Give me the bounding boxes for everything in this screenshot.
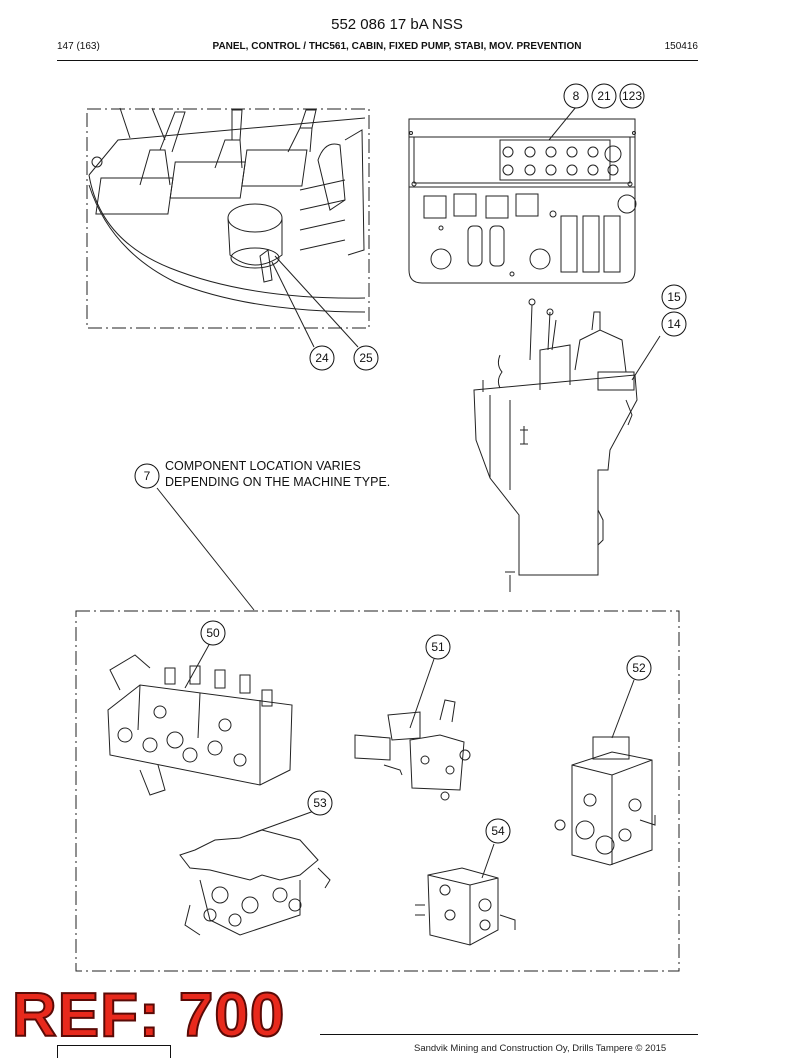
control-panel-front [408, 118, 637, 284]
callout-51: 51 [431, 640, 445, 654]
side-console-view [473, 298, 638, 592]
leader-52 [611, 679, 635, 739]
callout-8: 8 [573, 89, 580, 103]
location-note: COMPONENT LOCATION VARIES DEPENDING ON T… [165, 458, 390, 490]
callout-15: 15 [667, 290, 681, 304]
page-number: 147 (163) [57, 41, 100, 52]
callout-15-circle [661, 284, 687, 310]
callout-24-circle [309, 345, 335, 371]
callout-50: 50 [206, 626, 220, 640]
callout-123-circle [619, 83, 645, 109]
leader-54 [481, 843, 495, 879]
header-rule [57, 60, 698, 61]
callout-7-circle [134, 463, 160, 489]
callout-14-circle [661, 311, 687, 337]
lever-panel-detail [86, 107, 370, 329]
leader-7 [156, 487, 255, 611]
note-line-2: DEPENDING ON THE MACHINE TYPE. [165, 475, 391, 489]
callout-54-circle [485, 818, 511, 844]
callout-123: 123 [622, 89, 642, 103]
callout-52: 52 [632, 661, 646, 675]
leader-51 [409, 658, 435, 729]
document-number: 552 086 17 bA NSS [331, 16, 463, 33]
valve-block-53 [179, 829, 331, 936]
note-line-1: COMPONENT LOCATION VARIES [165, 459, 361, 473]
valve-block-50 [107, 654, 293, 796]
leader-25 [274, 255, 359, 348]
ref-stamp: REF: 700 [11, 981, 286, 1050]
callout-21-circle [591, 83, 617, 109]
callout-25: 25 [359, 351, 373, 365]
callout-53-circle [307, 790, 333, 816]
callout-21: 21 [597, 89, 611, 103]
valve-block-54 [415, 867, 516, 946]
leader-50 [184, 642, 211, 689]
callout-25-circle [353, 345, 379, 371]
callout-24: 24 [315, 351, 329, 365]
valve-blocks-frame [75, 610, 680, 972]
leader-8 [548, 106, 577, 141]
footer-logo [57, 1045, 171, 1058]
leader-24 [271, 261, 315, 348]
callout-54: 54 [491, 824, 505, 838]
leader-14 [631, 335, 661, 381]
page-title: PANEL, CONTROL / THC561, CABIN, FIXED PU… [212, 41, 582, 52]
callout-52-circle [626, 655, 652, 681]
callout-8-circle [563, 83, 589, 109]
callout-50-circle [200, 620, 226, 646]
valve-block-52 [554, 736, 656, 866]
callout-53: 53 [313, 796, 327, 810]
footer-rule [320, 1034, 698, 1035]
valve-block-51 [354, 699, 471, 801]
date-code: 150416 [664, 41, 698, 52]
leader-53 [255, 810, 315, 833]
callout-51-circle [425, 634, 451, 660]
callout-14: 14 [667, 317, 681, 331]
callout-7: 7 [144, 469, 151, 483]
footer-copyright: Sandvik Mining and Construction Oy, Dril… [414, 1043, 667, 1054]
